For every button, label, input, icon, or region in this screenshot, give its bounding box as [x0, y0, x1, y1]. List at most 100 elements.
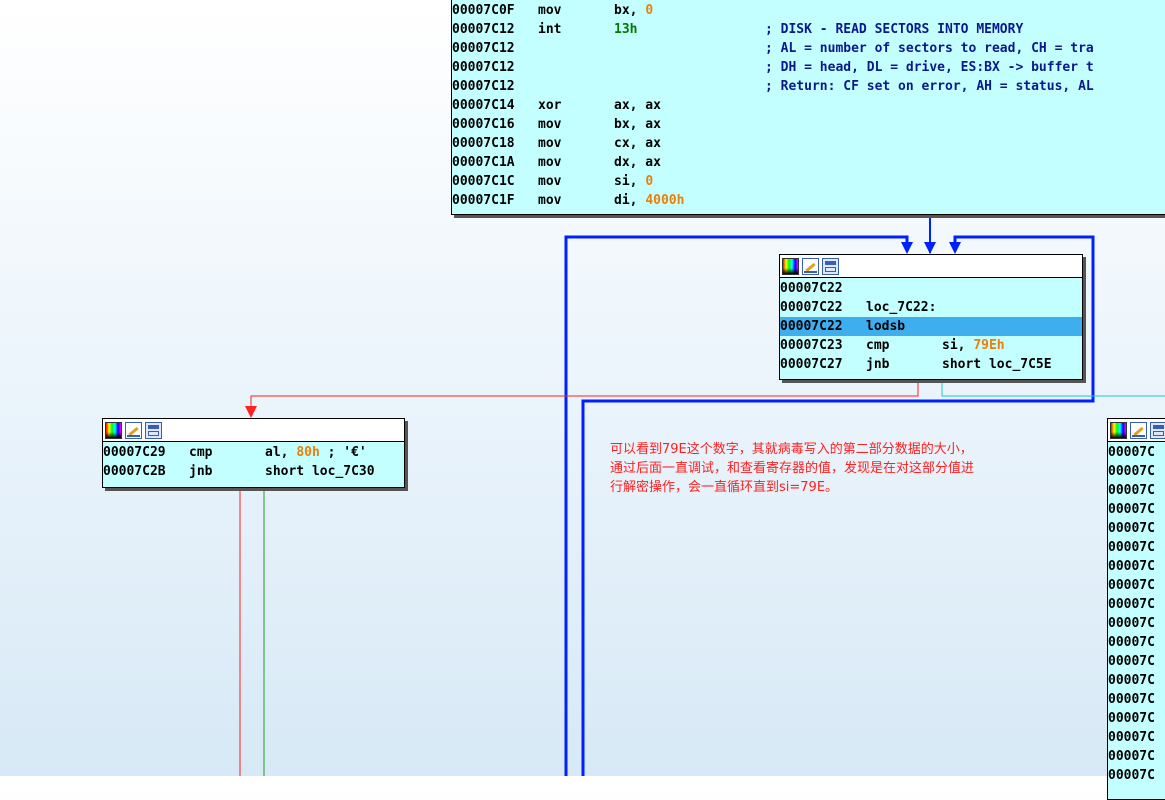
- address: 00007C: [1108, 692, 1155, 707]
- code-line[interactable]: 00007C12; Return: CF set on error, AH = …: [452, 77, 1165, 96]
- edge-loop-to-left: [250, 378, 919, 406]
- address: 00007C22: [780, 300, 843, 315]
- address: 00007C2B: [103, 464, 166, 479]
- address: 00007C: [1108, 597, 1155, 612]
- address: 00007C14: [452, 98, 515, 113]
- color-icon[interactable]: [782, 257, 799, 275]
- rename-icon[interactable]: [125, 421, 142, 439]
- graph-icon[interactable]: [822, 257, 839, 275]
- rename-icon[interactable]: [1130, 421, 1147, 439]
- code-line[interactable]: 00007C14 xor ax, ax: [452, 96, 1165, 115]
- edge-arrow-head: [924, 242, 936, 254]
- code-line[interactable]: 00007C12 ; DH = head, DL = drive, ES:BX -…: [452, 58, 1165, 77]
- address: 00007C: [1108, 540, 1155, 555]
- operand-part: 13h: [614, 22, 638, 37]
- address: 00007C12: [452, 22, 515, 37]
- mnemonic: loc_7C22:: [866, 300, 937, 315]
- address: 00007C: [1108, 711, 1155, 726]
- color-icon[interactable]: [1110, 421, 1127, 439]
- operand-part: short loc_7C30: [265, 464, 375, 479]
- code-line[interactable]: 00007C: [1108, 728, 1165, 747]
- comment: ; AL = number of sectors to read, CH = t…: [765, 41, 1094, 56]
- operand-part: dx, ax: [614, 155, 661, 170]
- code-line[interactable]: 00007C: [1108, 576, 1165, 595]
- operand-part: ax, ax: [614, 98, 661, 113]
- code-line[interactable]: 00007C: [1108, 595, 1165, 614]
- code-line[interactable]: 00007C22 loc_7C22:: [780, 298, 1082, 317]
- color-icon[interactable]: [105, 421, 122, 439]
- address: 00007C12: [452, 41, 515, 56]
- comment: ; DH = head, DL = drive, ES:BX -> buffer…: [765, 60, 1094, 75]
- operand-part: cx, ax: [614, 136, 661, 151]
- code-line[interactable]: 00007C: [1108, 462, 1165, 481]
- operand-part: short loc_7C5E: [942, 357, 1052, 372]
- code-line[interactable]: 00007C: [1108, 557, 1165, 576]
- address: 00007C: [1108, 654, 1155, 669]
- address: 00007C23: [780, 338, 843, 353]
- code-line[interactable]: 00007C: [1108, 500, 1165, 519]
- code-line[interactable]: 00007C: [1108, 481, 1165, 500]
- address: 00007C: [1108, 749, 1155, 764]
- code-line[interactable]: 00007C22: [780, 279, 1082, 298]
- operands: dx, ax: [614, 153, 661, 172]
- mnemonic: mov: [538, 155, 562, 170]
- operands: di, 4000h: [614, 191, 684, 210]
- operand-part: bx, ax: [614, 117, 661, 132]
- operand-part: ; '€': [319, 445, 367, 460]
- address: 00007C: [1108, 616, 1155, 631]
- graph-icon[interactable]: [145, 421, 162, 439]
- code-line[interactable]: 00007C: [1108, 519, 1165, 538]
- code-line[interactable]: 00007C: [1108, 652, 1165, 671]
- mnemonic: xor: [538, 98, 562, 113]
- operands: cx, ax: [614, 134, 661, 153]
- code-line[interactable]: 00007C: [1108, 690, 1165, 709]
- mnemonic: mov: [538, 193, 562, 208]
- graph-icon[interactable]: [1150, 421, 1165, 439]
- address: 00007C1A: [452, 155, 515, 170]
- code-line[interactable]: 00007C12 ; AL = number of sectors to read…: [452, 39, 1165, 58]
- operands: ax, ax: [614, 96, 661, 115]
- mnemonic: mov: [538, 174, 562, 189]
- code-line[interactable]: 00007C: [1108, 709, 1165, 728]
- edge-arrow-head: [901, 242, 913, 254]
- address: 00007C: [1108, 521, 1155, 536]
- code-line[interactable]: 00007C: [1108, 538, 1165, 557]
- code-line[interactable]: 00007C1A mov dx, ax: [452, 153, 1165, 172]
- code-line[interactable]: 00007C: [1108, 614, 1165, 633]
- operands: bx, ax: [614, 115, 661, 134]
- code-line[interactable]: 00007C16 mov bx, ax: [452, 115, 1165, 134]
- operands: short loc_7C5E: [942, 355, 1052, 374]
- address: 00007C: [1108, 559, 1155, 574]
- operand-part: bx,: [614, 3, 646, 18]
- address: 00007C16: [452, 117, 515, 132]
- code-line[interactable]: 00007C: [1108, 443, 1165, 462]
- operands: bx, 0: [614, 1, 653, 20]
- address: 00007C12: [452, 60, 515, 75]
- code-line[interactable]: 00007C: [1108, 671, 1165, 690]
- address: 00007C22: [780, 319, 843, 334]
- address: 00007C29: [103, 445, 166, 460]
- node-toolbar: [103, 419, 404, 442]
- mnemonic: mov: [538, 117, 562, 132]
- code-line[interactable]: 00007C: [1108, 633, 1165, 652]
- address: 00007C: [1108, 445, 1155, 460]
- rename-icon[interactable]: [802, 257, 819, 275]
- comment: ; DISK - READ SECTORS INTO MEMORY: [765, 22, 1024, 37]
- code-line[interactable]: 00007C: [1108, 747, 1165, 766]
